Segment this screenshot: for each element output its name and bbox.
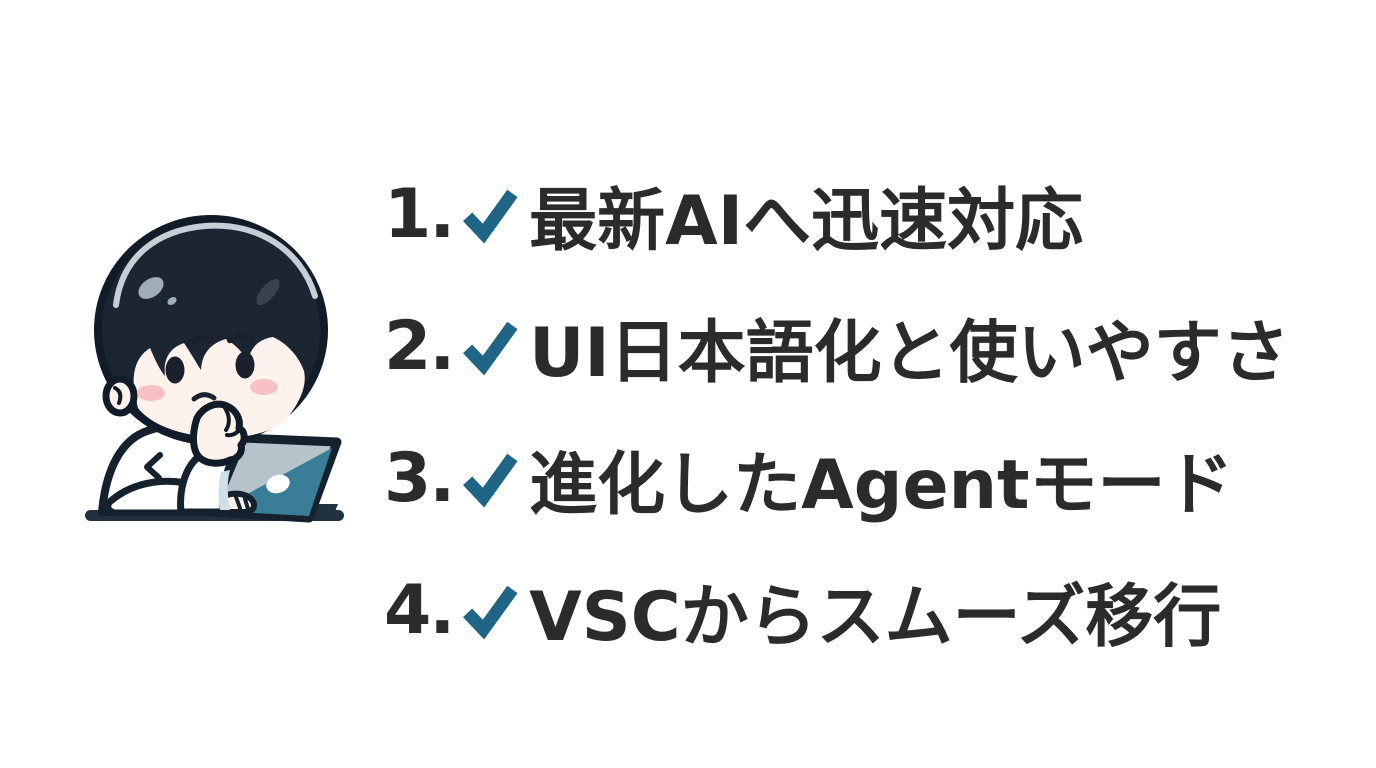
blush-left xyxy=(137,385,165,401)
checklist-item: 4. VSCからスムーズ移行 xyxy=(384,562,1290,658)
checklist-item: 1. 最新AIへ迅速対応 xyxy=(384,166,1290,262)
check-icon xyxy=(463,189,518,244)
item-label: VSCからスムーズ移行 xyxy=(529,577,1222,657)
sleeve-fold xyxy=(144,452,163,481)
laptop-logo xyxy=(266,474,290,494)
thinking-person-at-laptop-icon xyxy=(85,215,344,523)
item-number: 1. xyxy=(384,174,455,254)
hair-highlight xyxy=(113,222,318,308)
blush-right xyxy=(250,379,278,395)
eye-left xyxy=(165,356,185,384)
item-number: 3. xyxy=(384,438,455,518)
mouth xyxy=(191,392,217,402)
checklist-item: 2. UI日本語化と使いやすさ xyxy=(384,298,1290,394)
item-number: 2. xyxy=(384,306,455,386)
checklist: 1. 最新AIへ迅速対応 2. UI日本語化と使いやすさ 3. 進化したAgen… xyxy=(384,166,1290,694)
check-icon xyxy=(463,585,518,640)
check-icon xyxy=(463,453,518,508)
checklist-item: 3. 進化したAgentモード xyxy=(384,430,1290,526)
chin-hand xyxy=(189,400,248,467)
item-label: UI日本語化と使いやすさ xyxy=(529,313,1290,393)
check-icon xyxy=(463,321,518,376)
eye-right xyxy=(235,351,255,379)
item-label: 最新AIへ迅速対応 xyxy=(529,181,1084,261)
item-label: 進化したAgentモード xyxy=(529,445,1234,525)
eyebrow-left xyxy=(185,335,215,348)
item-number: 4. xyxy=(384,570,455,650)
eyebrow-right xyxy=(226,333,256,344)
